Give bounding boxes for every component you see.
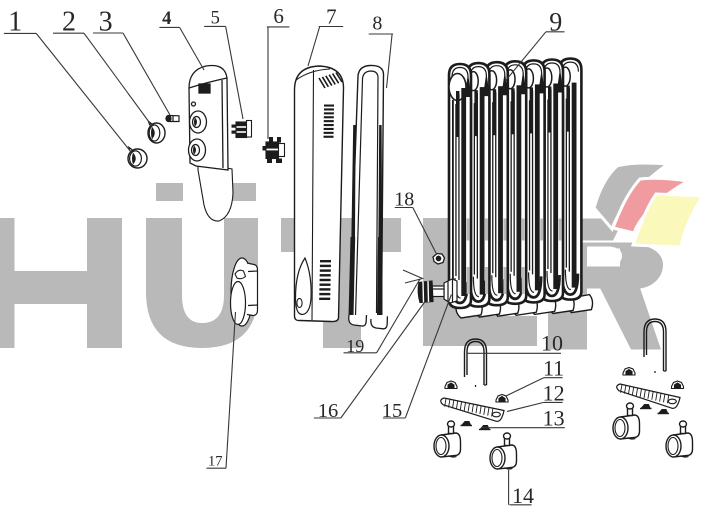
svg-text:7: 7 [326, 5, 337, 29]
svg-text:14: 14 [512, 483, 534, 508]
svg-text:10: 10 [541, 330, 563, 355]
svg-text:13: 13 [543, 405, 565, 430]
svg-text:18: 18 [394, 188, 414, 210]
svg-text:9: 9 [549, 7, 562, 36]
svg-text:8: 8 [372, 13, 382, 35]
svg-text:1: 1 [8, 7, 22, 38]
svg-text:5: 5 [211, 9, 220, 29]
svg-text:2: 2 [62, 7, 76, 38]
svg-text:19: 19 [346, 336, 364, 356]
svg-text:6: 6 [273, 4, 284, 28]
svg-text:15: 15 [382, 400, 403, 422]
svg-text:4: 4 [162, 9, 171, 29]
svg-text:3: 3 [99, 6, 113, 37]
svg-text:11: 11 [543, 356, 564, 381]
svg-text:17: 17 [208, 453, 223, 469]
svg-text:16: 16 [318, 400, 339, 422]
svg-text:12: 12 [543, 381, 565, 406]
